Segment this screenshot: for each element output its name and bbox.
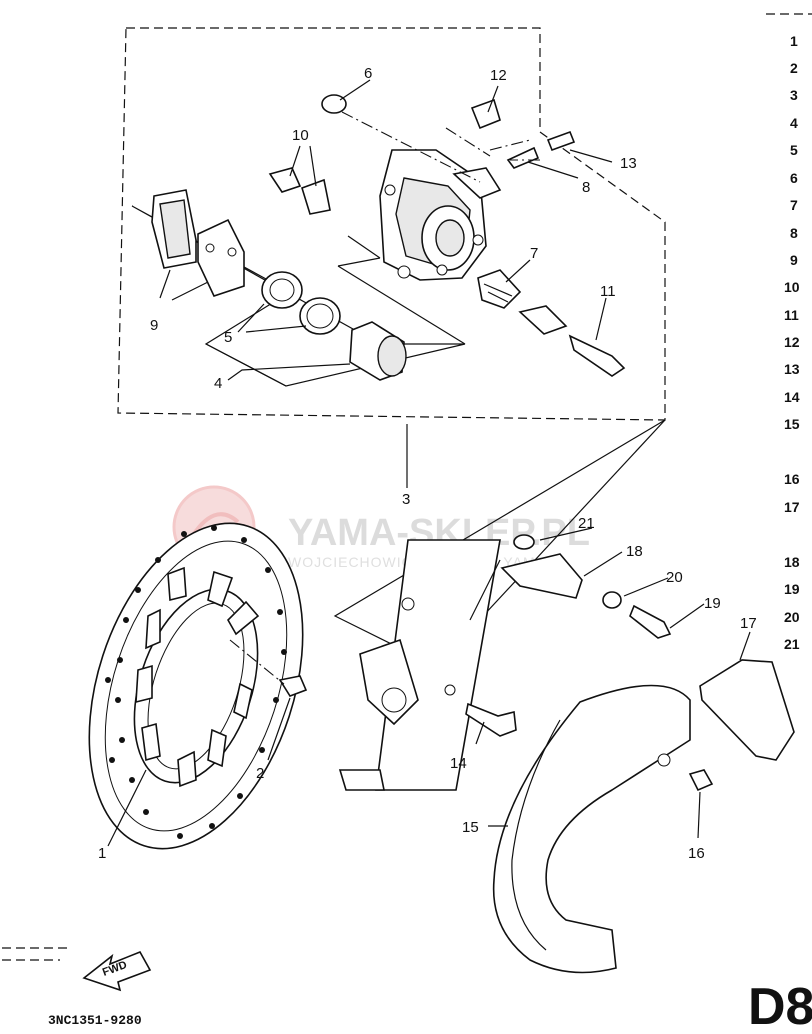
part-code: 3NC1351-9280 — [48, 1013, 142, 1028]
piston — [349, 321, 407, 381]
col-14: 14 — [784, 389, 800, 405]
col-3: 3 — [790, 87, 798, 103]
nut-21 — [513, 534, 535, 550]
col-21: 21 — [784, 636, 800, 652]
page-code: D8 — [748, 978, 812, 1034]
col-20: 20 — [784, 609, 800, 625]
callout-1: 1 — [98, 845, 106, 862]
cap-12 — [470, 98, 501, 130]
caliper-body — [379, 149, 502, 281]
bolt-19 — [629, 604, 672, 639]
fork-leg — [338, 539, 501, 791]
disc-bolt — [278, 675, 308, 697]
col-7: 7 — [790, 197, 798, 213]
col-17: 17 — [784, 499, 800, 515]
col-6: 6 — [790, 170, 798, 186]
pad-springs — [268, 167, 331, 215]
screw-16 — [688, 769, 714, 792]
col-19: 19 — [784, 581, 800, 597]
callout-4: 4 — [214, 375, 222, 392]
callout-19: 19 — [704, 595, 721, 612]
bolt-13 — [546, 130, 576, 152]
disc-cover — [492, 684, 691, 974]
collar-20 — [602, 591, 622, 609]
callout-21: 21 — [578, 515, 595, 532]
col-11: 11 — [784, 307, 799, 323]
callout-12: 12 — [490, 67, 507, 84]
callout-11: 11 — [600, 283, 616, 300]
col-16: 16 — [784, 471, 800, 487]
callout-5: 5 — [224, 329, 232, 346]
caliper-assembly-outline — [117, 27, 666, 421]
callout-16: 16 — [688, 845, 705, 862]
brake-pads — [151, 189, 245, 297]
col-15: 15 — [784, 416, 800, 432]
col-18: 18 — [784, 554, 800, 570]
col-4: 4 — [790, 115, 798, 131]
callout-8: 8 — [582, 179, 590, 196]
col-1: 1 — [790, 33, 798, 49]
bleeder-8 — [506, 146, 540, 169]
callout-numbers: 1 2 3 4 5 6 7 8 9 10 11 12 13 14 15 16 1… — [98, 65, 757, 862]
parts-column: 1 2 3 4 5 6 7 8 9 10 11 12 13 14 15 16 1… — [784, 33, 800, 652]
callout-18: 18 — [626, 543, 643, 560]
callout-3: 3 — [402, 491, 410, 508]
callout-14: 14 — [450, 755, 467, 772]
col-5: 5 — [790, 142, 798, 158]
callout-6: 6 — [364, 65, 372, 82]
col-13: 13 — [784, 361, 800, 377]
col-2: 2 — [790, 60, 798, 76]
piston-seals — [261, 271, 341, 335]
guard-bracket-17 — [699, 659, 795, 761]
brake-disc — [88, 522, 304, 850]
col-9: 9 — [790, 252, 798, 268]
callout-15: 15 — [462, 819, 479, 836]
callout-17: 17 — [740, 615, 757, 632]
slide-pin-assembly — [477, 269, 626, 377]
callout-20: 20 — [666, 569, 683, 586]
bolt-14 — [465, 702, 517, 737]
callout-9: 9 — [150, 317, 158, 334]
col-12: 12 — [784, 334, 800, 350]
col-10: 10 — [784, 279, 800, 295]
callout-7: 7 — [530, 245, 538, 262]
bracket-18 — [500, 553, 583, 599]
callout-10: 10 — [292, 127, 309, 144]
callout-13: 13 — [620, 155, 637, 172]
col-8: 8 — [790, 225, 798, 241]
callout-2: 2 — [256, 765, 264, 782]
fwd-arrow-icon: FWD — [82, 950, 152, 992]
